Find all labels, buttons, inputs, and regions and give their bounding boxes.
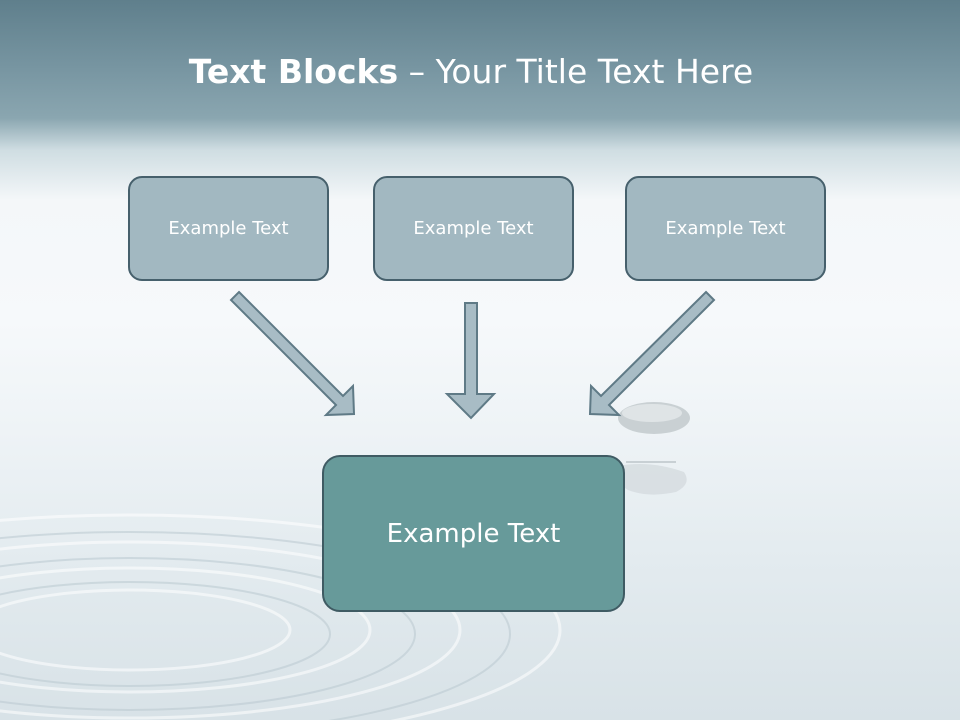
text-block-middle-label: Example Text (413, 218, 534, 239)
water-ripple (0, 513, 562, 720)
text-block-main: Example Text (322, 455, 625, 612)
pebble (616, 402, 690, 495)
arrow-middle-to-main-icon (444, 302, 497, 420)
text-block-left: Example Text (128, 176, 329, 281)
slide-title: Text Blocks – Your Title Text Here (0, 52, 942, 91)
text-block-right: Example Text (625, 176, 826, 281)
text-block-left-label: Example Text (168, 218, 289, 239)
text-block-main-label: Example Text (386, 518, 561, 549)
arrow-left-to-main-icon (229, 290, 356, 417)
title-bold-part: Text Blocks (188, 52, 399, 91)
water-ripple-shade (0, 531, 511, 720)
text-block-right-label: Example Text (665, 218, 786, 239)
title-regular-part: – Your Title Text Here (398, 52, 754, 91)
text-block-middle: Example Text (373, 176, 574, 281)
arrow-right-to-main-icon (588, 290, 716, 417)
